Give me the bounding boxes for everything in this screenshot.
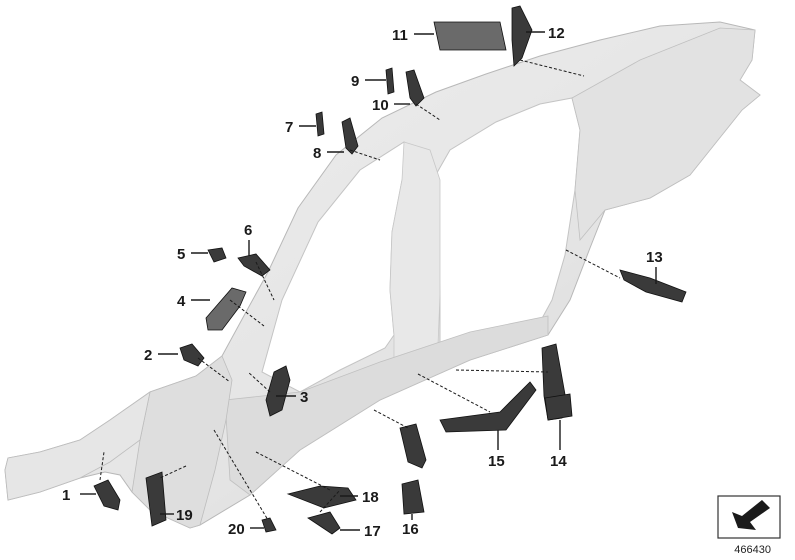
reference-number: 466430 (734, 544, 771, 556)
svg-text:3: 3 (300, 389, 308, 406)
callout-15: 15 (488, 430, 505, 470)
callout-13: 13 (646, 249, 663, 284)
callout-19: 19 (160, 507, 193, 524)
svg-text:11: 11 (392, 27, 408, 44)
callout-9: 9 (351, 73, 386, 90)
svg-text:8: 8 (313, 145, 321, 162)
callout-14: 14 (550, 420, 567, 470)
svg-text:6: 6 (244, 222, 252, 239)
svg-text:1: 1 (62, 487, 70, 504)
callout-10: 10 (372, 97, 410, 114)
orientation-arrow-icon (717, 495, 781, 539)
callout-16: 16 (402, 514, 419, 538)
svg-text:5: 5 (177, 246, 185, 263)
svg-text:4: 4 (177, 293, 186, 310)
callout-1: 1 (62, 487, 96, 504)
callout-12: 12 (526, 25, 565, 42)
dashed-leaders (99, 59, 621, 521)
svg-text:10: 10 (372, 97, 389, 114)
svg-text:12: 12 (548, 25, 565, 42)
callout-2: 2 (144, 347, 178, 364)
svg-text:19: 19 (176, 507, 193, 524)
callout-3: 3 (276, 389, 308, 406)
callout-8: 8 (313, 145, 344, 162)
svg-text:14: 14 (550, 453, 567, 470)
svg-text:15: 15 (488, 453, 505, 470)
part-graphics (93, 5, 687, 535)
callout-4: 4 (177, 293, 210, 310)
callout-7: 7 (285, 119, 316, 136)
svg-text:7: 7 (285, 119, 293, 136)
callouts: 1 2 3 4 5 6 7 8 (62, 25, 663, 540)
svg-text:9: 9 (351, 73, 359, 90)
callout-6: 6 (244, 222, 252, 256)
callout-18: 18 (340, 489, 379, 506)
body-side-frame (4, 21, 761, 529)
svg-text:17: 17 (364, 523, 381, 540)
svg-text:18: 18 (362, 489, 379, 506)
callout-5: 5 (177, 246, 208, 263)
svg-text:20: 20 (228, 521, 245, 538)
callout-17: 17 (340, 523, 381, 540)
svg-text:2: 2 (144, 347, 152, 364)
callout-20: 20 (228, 521, 264, 538)
svg-text:13: 13 (646, 249, 663, 266)
callout-11: 11 (392, 27, 434, 44)
svg-text:16: 16 (402, 521, 419, 538)
